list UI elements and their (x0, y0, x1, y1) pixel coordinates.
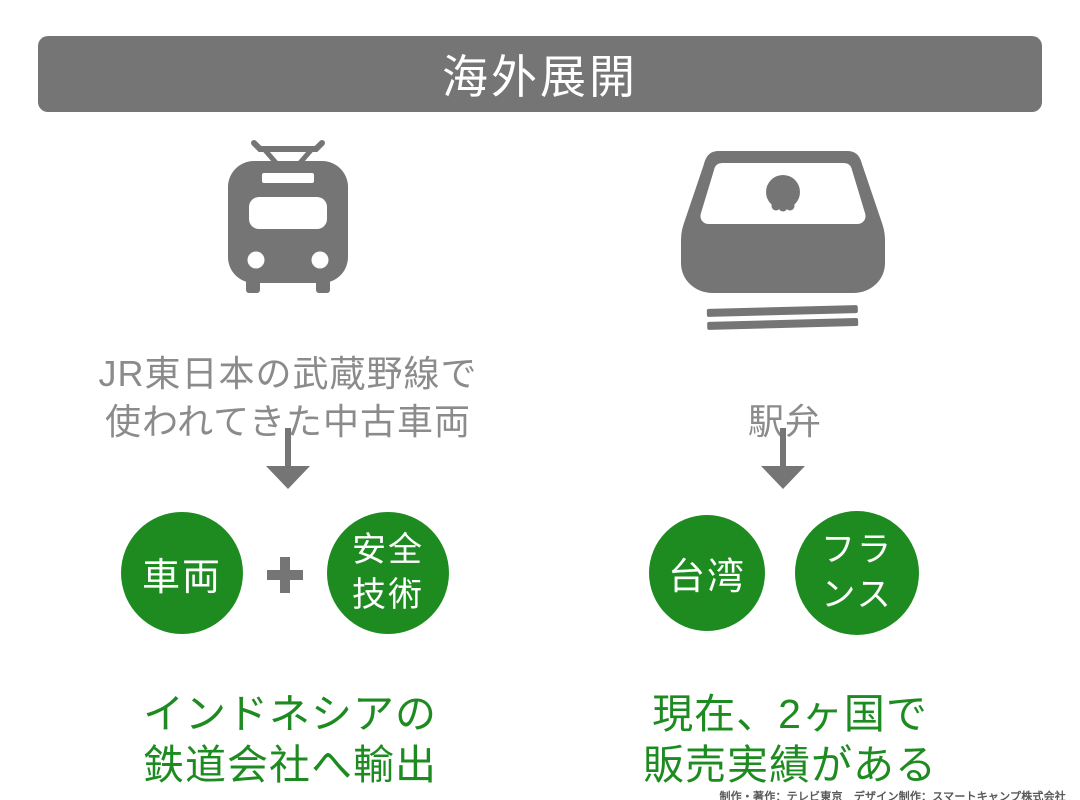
left-circle-row: 車両 安全 技術 (121, 511, 449, 635)
circle-vehicles-label: 車両 (141, 556, 222, 599)
plus-icon (267, 557, 303, 593)
header-banner: 海外展開 (38, 36, 1042, 112)
circle-safety-line2: 技術 (352, 576, 424, 614)
right-circle-row: 台湾 フラ ンス (649, 511, 919, 635)
circle-france: フラ ンス (795, 511, 919, 635)
circle-safety-line1: 安全 (352, 531, 424, 569)
down-arrow-icon (756, 428, 810, 490)
circle-safety-tech: 安全 技術 (327, 512, 449, 634)
left-caption-line1: インドネシアの (143, 691, 437, 737)
circle-taiwan-label: 台湾 (668, 556, 746, 597)
down-arrow-icon (261, 428, 315, 490)
left-caption-line2: 鉄道会社へ輸出 (143, 742, 437, 788)
bento-icon (681, 151, 885, 337)
right-caption: 現在、2ヶ国で 販売実績がある (630, 689, 950, 791)
left-description-line1: JR東日本の武蔵野線で (98, 353, 478, 394)
circle-france-line1: フラ (821, 531, 893, 569)
circle-france-line2: ンス (821, 576, 893, 614)
credit-text: 制作・著作：テレビ東京 デザイン制作：スマートキャンプ株式会社 (719, 791, 1066, 800)
page-title: 海外展開 (442, 51, 638, 103)
left-caption: インドネシアの 鉄道会社へ輸出 (50, 689, 530, 791)
circle-vehicles: 車両 (121, 512, 243, 634)
circle-safety-tech-label: 安全 技術 (352, 528, 424, 618)
left-description: JR東日本の武蔵野線で 使われてきた中古車両 (48, 350, 528, 446)
plus-wrap (243, 553, 327, 593)
circle-france-label: フラ ンス (821, 528, 893, 618)
right-caption-line2: 販売実績がある (643, 742, 937, 788)
circle-taiwan: 台湾 (649, 515, 765, 631)
train-icon (218, 136, 358, 296)
right-caption-line1: 現在、2ヶ国で (652, 691, 928, 737)
